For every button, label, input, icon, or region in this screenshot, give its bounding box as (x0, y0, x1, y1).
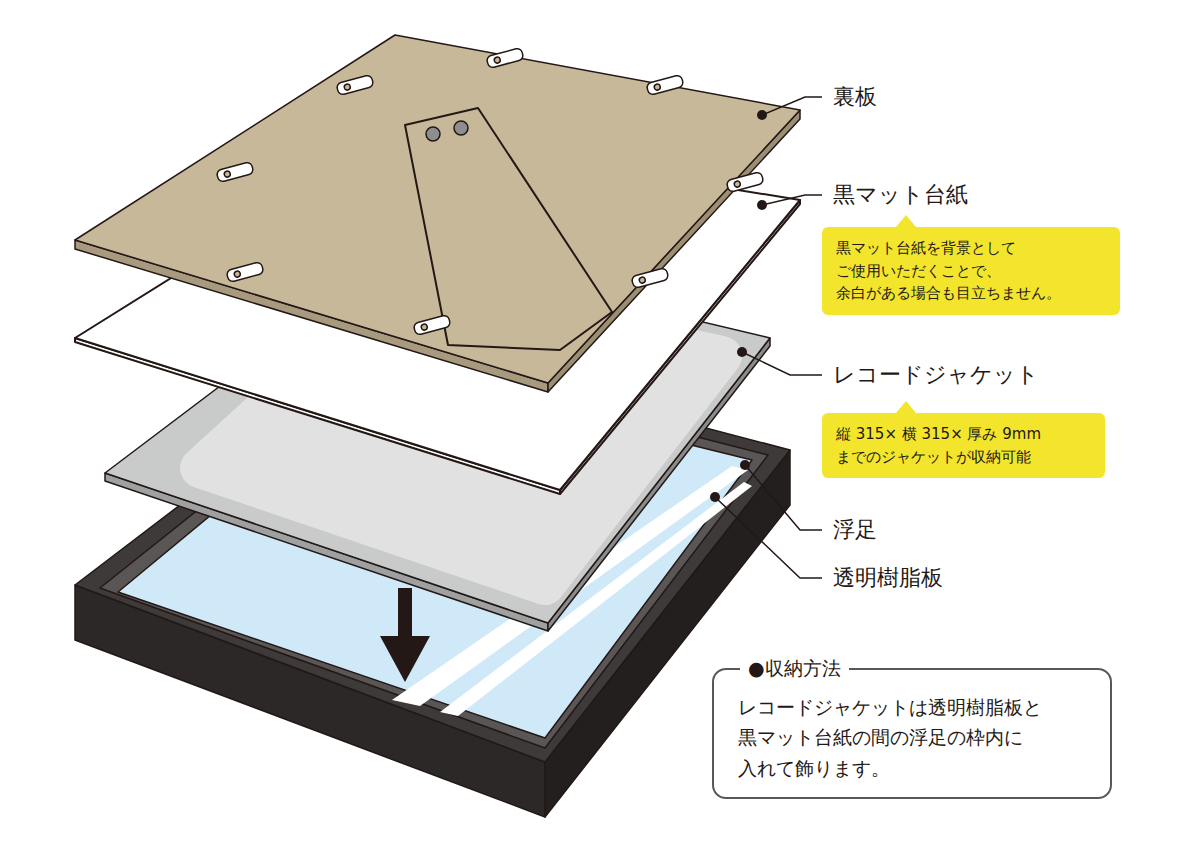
clip (486, 48, 524, 69)
clip-hole (654, 83, 661, 90)
leader-line (715, 497, 822, 578)
callout-pointer (896, 215, 916, 227)
clip-body (226, 262, 264, 283)
clip-body (726, 172, 764, 193)
part-label: 浮足 (833, 516, 877, 545)
clip (631, 268, 669, 289)
clip-body (486, 48, 524, 69)
part-label: レコードジャケット (833, 361, 1039, 390)
arrow-shaft (398, 588, 412, 640)
callout-text: 縦 315× 横 315× 厚み 9mm までのジャケットが収納可能 (836, 423, 1091, 468)
box-body: レコードジャケットは透明樹脂板と 黒マット台紙の間の浮足の枠内に 入れて飾ります… (738, 692, 1086, 783)
callout-note: 黒マット台紙を背景として ご使用いただくことで、 余白がある場合も目立ちません。 (822, 227, 1120, 315)
part-label: 黒マット台紙 (833, 181, 968, 210)
box-heading: ●収納方法 (740, 655, 849, 682)
clip-hole (421, 323, 428, 330)
board-face (75, 35, 800, 383)
clip (646, 75, 684, 96)
clip-hole (344, 83, 351, 90)
clip (216, 162, 254, 183)
leader-dot (737, 347, 747, 357)
leader-line (745, 465, 822, 530)
leader-dot (710, 492, 720, 502)
stand-rivet (454, 121, 468, 135)
clip (336, 75, 374, 96)
clip (226, 262, 264, 283)
clip-hole (639, 276, 646, 283)
clip (413, 315, 451, 336)
leader-line (742, 352, 822, 375)
part-label: 透明樹脂板 (833, 564, 943, 593)
leader-dot (740, 460, 750, 470)
back-clips (216, 48, 764, 336)
instruction-box: ●収納方法レコードジャケットは透明樹脂板と 黒マット台紙の間の浮足の枠内に 入れ… (712, 668, 1112, 799)
arrow-head (380, 636, 430, 682)
clip (726, 172, 764, 193)
clip-hole (224, 170, 231, 177)
clip-body (646, 75, 684, 96)
callout-text: 黒マット台紙を背景として ご使用いただくことで、 余白がある場合も目立ちません。 (836, 237, 1106, 305)
callout-note: 縦 315× 横 315× 厚み 9mm までのジャケットが収納可能 (822, 413, 1105, 478)
clip-hole (494, 56, 501, 63)
stand-rivet (426, 127, 440, 141)
callout-pointer (896, 401, 916, 413)
clip-hole (734, 180, 741, 187)
clip-body (216, 162, 254, 183)
clip-hole (234, 270, 241, 277)
leader-lines (715, 97, 822, 578)
leader-dots (710, 110, 767, 502)
leader-line (762, 97, 822, 115)
back-board (75, 35, 800, 392)
easel-stand (405, 108, 612, 350)
clip-body (631, 268, 669, 289)
clip-body (413, 315, 451, 336)
part-label: 裏板 (833, 83, 877, 112)
leader-line (762, 195, 822, 205)
insert-arrow (380, 588, 430, 682)
leader-dot (757, 110, 767, 120)
leader-dot (757, 200, 767, 210)
clip-body (336, 75, 374, 96)
